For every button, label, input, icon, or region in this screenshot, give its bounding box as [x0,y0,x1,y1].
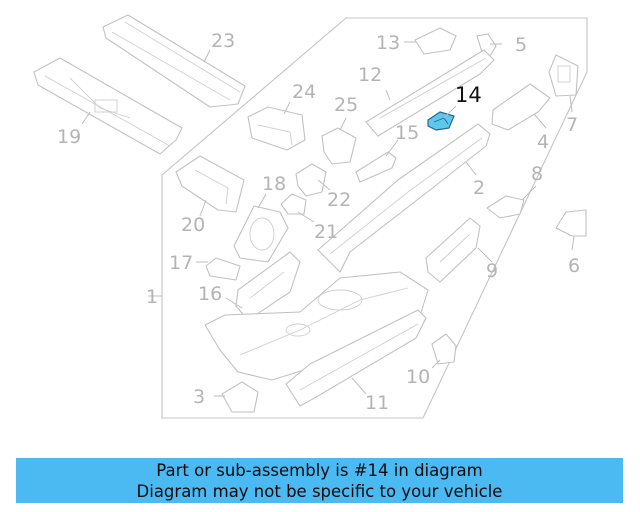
part-4 [491,83,551,131]
part-13 [414,27,457,55]
part-10 [431,333,457,365]
callout-23: 23 [211,30,235,52]
info-banner: Part or sub-assembly is #14 in diagram D… [16,458,623,503]
leader-lines [81,41,575,397]
part-16 [235,251,301,321]
part-18 [233,205,289,263]
callout-6: 6 [568,255,580,277]
callout-3: 3 [193,386,205,408]
part-3 [221,381,259,413]
callout-10: 10 [406,366,430,388]
callout-24: 24 [292,81,316,103]
callout-16: 16 [198,283,222,305]
part-15 [355,151,397,183]
part-22 [295,163,327,197]
part-9 [425,217,481,283]
callout-25: 25 [334,94,358,116]
part-8 [486,195,525,219]
part-19 [33,57,183,155]
callout-4: 4 [537,131,549,153]
callout-8: 8 [531,163,543,185]
callout-21: 21 [314,221,338,243]
callout-9: 9 [486,260,498,282]
parts-diagram: 1 2 3 4 5 6 7 8 9 10 11 12 13 14 15 16 1… [33,14,588,419]
callout-7: 7 [566,114,578,136]
banner-line-1: Part or sub-assembly is #14 in diagram [156,461,483,480]
part-17 [205,257,241,281]
banner-line-2: Diagram may not be specific to your vehi… [136,482,503,501]
callout-1: 1 [146,286,158,308]
part-21 [280,193,307,215]
callout-14: 14 [455,83,482,107]
callout-2: 2 [473,177,485,199]
part-23 [102,14,246,108]
callout-20: 20 [181,214,205,236]
callout-5: 5 [515,34,527,56]
part-6 [555,209,587,237]
callout-18: 18 [262,173,286,195]
part-25 [321,127,357,165]
part-20 [175,155,245,213]
callout-15: 15 [395,122,419,144]
callout-22: 22 [327,189,351,211]
assembly-frame [161,17,588,419]
part-5 [476,33,497,57]
callout-13: 13 [376,32,400,54]
callout-19: 19 [57,126,81,148]
part-24 [247,106,306,151]
part-11 [285,309,427,407]
part-12 [365,49,495,137]
callout-11: 11 [365,392,389,414]
callout-12: 12 [358,64,382,86]
callout-17: 17 [169,252,193,274]
part-2 [317,123,491,273]
part-7 [548,54,579,97]
part-14 [427,111,455,131]
